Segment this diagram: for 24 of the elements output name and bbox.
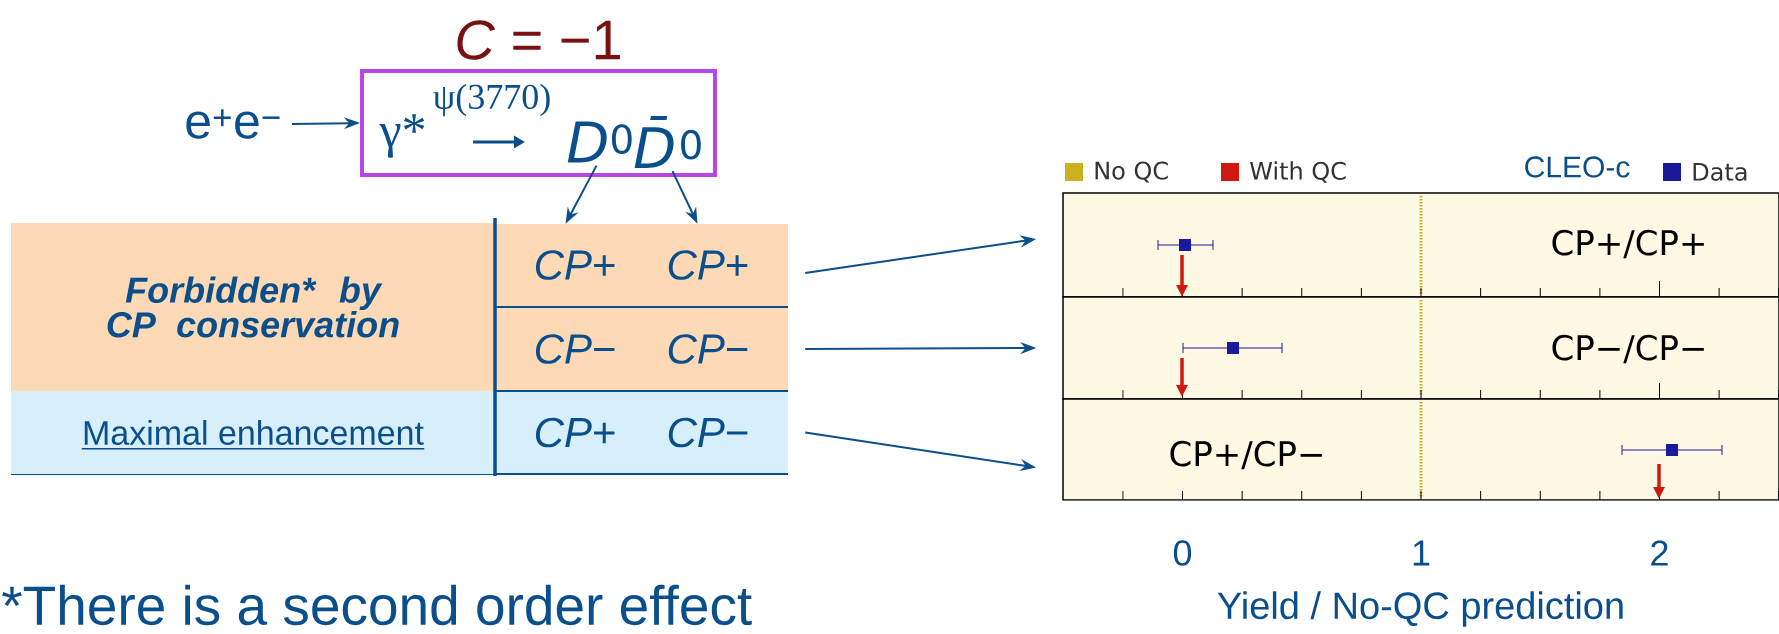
- axis-title: Yield / No-QC prediction: [1217, 591, 1623, 627]
- table-cell: Forbidden* by CP conservation: [11, 223, 495, 391]
- tick-label: 0: [1173, 540, 1192, 566]
- particle-label: D̄$^{0}$: [634, 116, 701, 168]
- legend-label: No QC: [1095, 161, 1168, 183]
- plot-panel: CP−/CP−: [1062, 296, 1779, 400]
- node-label: CP−: [668, 334, 748, 364]
- footnote: *There is a second order effect: [2, 584, 752, 626]
- plot-panel: CP+/CP−: [1062, 398, 1779, 501]
- plot-panel: CP+/CP+: [1062, 192, 1779, 298]
- tick-label: 2: [1651, 540, 1668, 566]
- legend-label: Data: [1693, 163, 1747, 181]
- node-label: CP−: [535, 334, 615, 364]
- particle-label: e$^{+}$e$^{−}$: [186, 109, 280, 139]
- node-label: C = −1: [457, 20, 620, 60]
- node-label: CP+: [668, 250, 748, 280]
- table-cell: CP− CP−: [495, 308, 788, 390]
- tick-label: 1: [1413, 540, 1430, 566]
- legend-label: With QC: [1250, 161, 1346, 183]
- table-cell: Maximal enhancement: [11, 391, 495, 474]
- table-cell: CP+ CP+: [495, 224, 788, 306]
- particle-label: D$^{0}$: [567, 121, 632, 163]
- node-label: CP+: [535, 250, 615, 280]
- table-cell: CP+ CP−: [495, 392, 788, 473]
